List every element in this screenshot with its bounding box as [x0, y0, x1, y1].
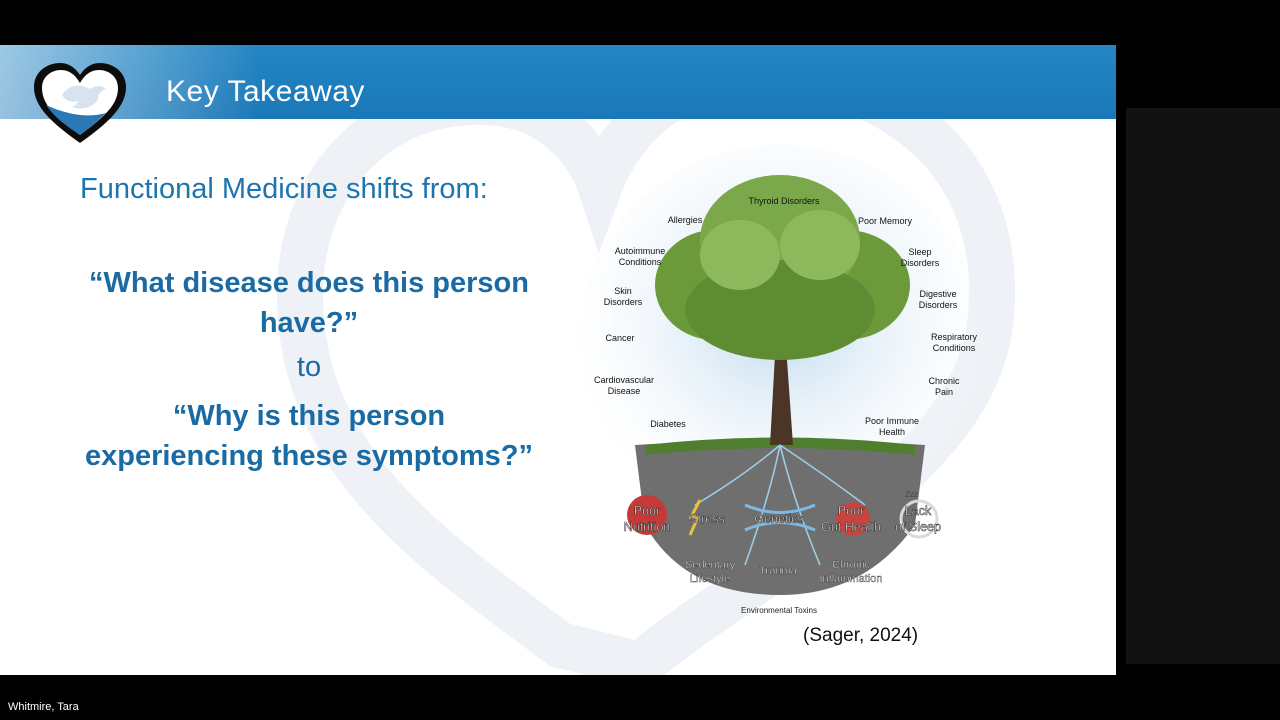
label-thyroid: Thyroid Disorders — [748, 196, 820, 206]
label-autoimmune: Autoimmune — [615, 246, 666, 256]
trunk — [765, 335, 793, 445]
label-skin: Skin — [614, 286, 632, 296]
connector-to: to — [296, 351, 322, 383]
label-disease: Disease — [608, 386, 641, 396]
label-digestive-disorders: Disorders — [919, 300, 958, 310]
root-poor-gut: Poor — [838, 504, 864, 518]
label-respiratory-conditions: Conditions — [933, 343, 976, 353]
label-pain: Pain — [935, 387, 953, 397]
stomach-icon — [836, 502, 870, 536]
root-inflammation: Inflammation — [820, 573, 883, 585]
root-cause-tree-illustration: Thyroid Disorders Allergies Poor Memory … — [580, 145, 980, 615]
title-bar: Key Takeaway — [0, 45, 1116, 119]
question-why: “Why is this person experiencing these s… — [84, 400, 534, 472]
label-health: Health — [879, 427, 905, 437]
question-disease: “What disease does this person have?” — [89, 267, 529, 339]
label-poor-memory: Poor Memory — [858, 216, 913, 226]
lightning-icon — [688, 499, 702, 536]
label-allergies: Allergies — [668, 215, 703, 225]
shift-heading: Functional Medicine shifts from: — [80, 173, 488, 205]
label-diabetes: Diabetes — [650, 419, 686, 429]
soil — [635, 440, 925, 595]
participant-video-panel[interactable] — [1126, 108, 1280, 664]
root-of-sleep: of Sleep — [895, 520, 941, 534]
label-respiratory: Respiratory — [931, 332, 978, 342]
label-poor-immune: Poor Immune — [865, 416, 919, 426]
dna-icon — [744, 503, 816, 532]
root-poor: Poor — [634, 504, 660, 518]
root-icons — [627, 495, 939, 539]
root-gut-health: Gut Health — [821, 520, 881, 534]
root-env-toxins: Environmental Toxins — [741, 606, 817, 615]
root-nutrition: Nutrition — [624, 520, 671, 534]
root-chronic: Chronic — [832, 559, 870, 571]
label-digestive: Digestive — [919, 289, 956, 299]
clock-icon — [899, 499, 939, 539]
label-conditions: Conditions — [619, 257, 662, 267]
heart-dove-logo-icon — [34, 63, 126, 143]
speaker-name-label: Whitmire, Tara — [8, 701, 79, 713]
label-skin-disorders: Disorders — [604, 297, 643, 307]
label-sleep: Sleep — [908, 247, 931, 257]
label-chronic: Chronic — [928, 376, 960, 386]
citation: (Sager, 2024) — [803, 625, 919, 646]
root-trauma: Trauma — [759, 565, 797, 577]
root-sedentary: Sedentary — [685, 559, 736, 571]
label-cancer: Cancer — [605, 333, 634, 343]
slide: Key Takeaway Functional Medicine shifts … — [0, 45, 1116, 675]
slide-title: Key Takeaway — [166, 75, 365, 108]
root-lifestyle: Lifestyle — [690, 573, 730, 585]
zzz-label: Zzz — [905, 490, 918, 499]
apple-icon — [627, 495, 667, 535]
label-cardiovascular: Cardiovascular — [594, 375, 654, 385]
root-lack: Lack — [905, 504, 932, 518]
tree-canopy — [655, 175, 910, 360]
roots — [694, 444, 866, 566]
label-sleep-disorders: Disorders — [901, 258, 940, 268]
root-stress: Stress — [689, 512, 724, 526]
root-genetics: Genetics — [754, 512, 803, 526]
